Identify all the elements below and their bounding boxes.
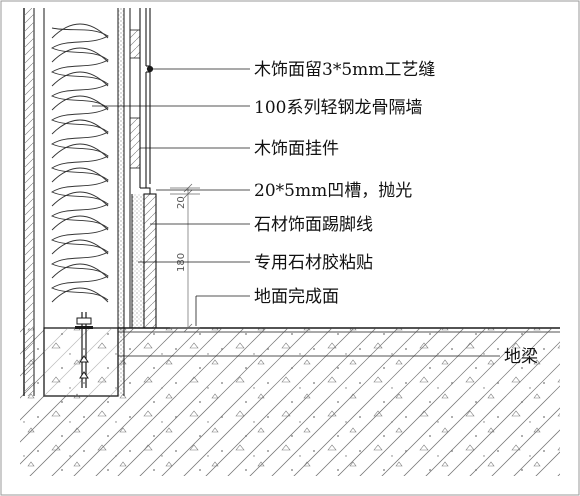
label-finish-floor: 地面完成面 xyxy=(254,287,339,307)
label-joint: 木饰面留3*5mm工艺缝 xyxy=(254,60,435,80)
dimension-lines xyxy=(170,183,200,333)
finish-floor xyxy=(118,327,560,342)
anchor-bolt xyxy=(75,312,93,388)
label-hanger: 木饰面挂件 xyxy=(254,139,339,159)
wood-veneer-panel xyxy=(139,8,154,189)
label-ground-beam: 地梁 xyxy=(504,347,538,367)
stone-skirting xyxy=(131,193,157,329)
dim-groove-height: 20 xyxy=(176,196,187,209)
label-adhesive: 专用石材胶粘贴 xyxy=(254,253,373,273)
wood-hanger-strips xyxy=(129,29,141,169)
label-groove: 20*5mm凹槽，抛光 xyxy=(254,181,412,201)
label-skirting: 石材饰面踢脚线 xyxy=(254,215,373,235)
label-partition: 100系列轻钢龙骨隔墙 xyxy=(254,98,422,118)
groove xyxy=(140,187,156,195)
dim-skirting-height: 180 xyxy=(176,253,187,272)
leader-lines xyxy=(92,68,500,357)
insulation xyxy=(51,23,109,303)
